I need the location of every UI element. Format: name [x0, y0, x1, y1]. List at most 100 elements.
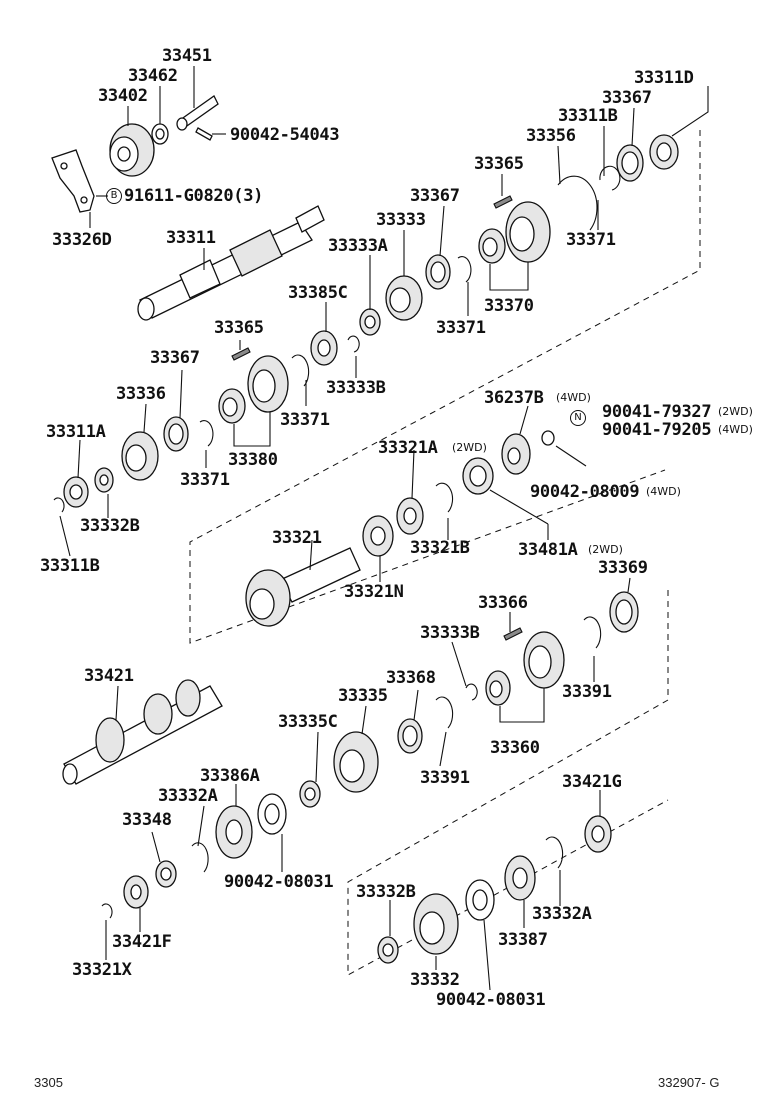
label-33335C[interactable]: 33335C — [278, 712, 338, 732]
bearing-33481A — [462, 457, 494, 495]
bearing-33332B-lower — [377, 936, 399, 964]
label-33333B-lower[interactable]: 33333B — [420, 623, 480, 643]
label-90042-54043[interactable]: 90042-54043 — [230, 125, 340, 145]
label-33332A-lower[interactable]: 33332A — [532, 904, 592, 924]
snap-ring-33333B-upper — [347, 335, 360, 353]
label-33365-top[interactable]: 33365 — [474, 154, 524, 174]
note-4wd-36237B: (4WD) — [556, 391, 591, 404]
label-33332A-upper[interactable]: 33332A — [158, 786, 218, 806]
label-33451[interactable]: 33451 — [162, 46, 212, 66]
bearing-33321N — [362, 515, 394, 557]
label-91611-g0820[interactable]: 91611-G0820(3) — [124, 186, 264, 206]
label-33365-mid[interactable]: 33365 — [214, 318, 264, 338]
snap-ring-33332A-lower — [545, 836, 564, 869]
label-33326D[interactable]: 33326D — [52, 230, 112, 250]
label-33370[interactable]: 33370 — [484, 296, 534, 316]
note-2wd-33481A: (2WD) — [588, 543, 623, 556]
snap-ring-33348 — [191, 842, 209, 873]
label-33371-right[interactable]: 33371 — [566, 230, 616, 250]
bearing-33321A — [396, 497, 424, 535]
label-33360[interactable]: 33360 — [490, 738, 540, 758]
footer-page-code: 3305 — [34, 1075, 63, 1090]
snap-ring-33311B-top — [599, 165, 621, 191]
gear-36237B — [501, 433, 531, 475]
label-33366[interactable]: 33366 — [478, 593, 528, 613]
label-33321N[interactable]: 33321N — [344, 582, 404, 602]
label-33386A[interactable]: 33386A — [200, 766, 260, 786]
label-33321A[interactable]: 33321A — [378, 438, 438, 458]
label-90042-08031-lower[interactable]: 90042-08031 — [436, 990, 546, 1010]
label-33311A[interactable]: 33311A — [46, 422, 106, 442]
label-33348[interactable]: 33348 — [122, 810, 172, 830]
label-33402[interactable]: 33402 — [98, 86, 148, 106]
label-33311D[interactable]: 33311D — [634, 68, 694, 88]
thrust-washer-90042-08031-lower — [465, 879, 495, 921]
synchro-ring-33368 — [397, 718, 423, 754]
label-33332[interactable]: 33332 — [410, 970, 460, 990]
bearing-33421G — [584, 815, 612, 853]
label-90042-08031-upper[interactable]: 90042-08031 — [224, 872, 334, 892]
label-33367-top[interactable]: 33367 — [602, 88, 652, 108]
label-33332B-upper[interactable]: 33332B — [80, 516, 140, 536]
hub-sleeve-33380 — [218, 355, 289, 424]
bearing-33335C — [299, 780, 321, 808]
label-90042-08009[interactable]: 90042-08009 — [530, 482, 640, 502]
bolt-marker-icon: B — [106, 188, 122, 204]
bracket-33326D — [51, 149, 95, 213]
label-33356[interactable]: 33356 — [526, 126, 576, 146]
label-33421F[interactable]: 33421F — [112, 932, 172, 952]
snap-ring-33333B-lower — [465, 683, 478, 701]
label-33385C[interactable]: 33385C — [288, 283, 348, 303]
label-33391-right[interactable]: 33391 — [562, 682, 612, 702]
key-33365-top — [493, 195, 513, 209]
label-33371-left[interactable]: 33371 — [280, 410, 330, 430]
label-33368[interactable]: 33368 — [386, 668, 436, 688]
label-33462[interactable]: 33462 — [128, 66, 178, 86]
synchro-ring-33367-top — [616, 144, 644, 182]
bearing-33332B-upper — [94, 467, 114, 493]
reverse-idler-shaft-33451 — [176, 95, 219, 131]
bearing-33311D — [649, 134, 679, 170]
label-33421[interactable]: 33421 — [84, 666, 134, 686]
label-33481A[interactable]: 33481A — [518, 540, 578, 560]
label-36237B[interactable]: 36237B — [484, 388, 544, 408]
bearing-33421F — [123, 875, 149, 909]
output-shaft-33321 — [245, 547, 361, 627]
label-33336[interactable]: 33336 — [116, 384, 166, 404]
label-33321[interactable]: 33321 — [272, 528, 322, 548]
gear-33335 — [333, 731, 379, 793]
label-33421G[interactable]: 33421G — [562, 772, 622, 792]
hub-sleeve-33360 — [485, 631, 565, 706]
label-33335[interactable]: 33335 — [338, 686, 388, 706]
leader-lines — [59, 66, 709, 991]
label-33380[interactable]: 33380 — [228, 450, 278, 470]
label-33321X[interactable]: 33321X — [72, 960, 132, 980]
label-33371-mid[interactable]: 33371 — [436, 318, 486, 338]
label-33369[interactable]: 33369 — [598, 558, 648, 578]
label-33333A[interactable]: 33333A — [328, 236, 388, 256]
bearing-33348 — [155, 860, 177, 888]
label-33333B-upper[interactable]: 33333B — [326, 378, 386, 398]
gear-33333 — [385, 275, 423, 321]
label-33387[interactable]: 33387 — [498, 930, 548, 950]
label-33391-mid[interactable]: 33391 — [420, 768, 470, 788]
label-33332B-lower[interactable]: 33332B — [356, 882, 416, 902]
label-33333[interactable]: 33333 — [376, 210, 426, 230]
label-33367-left[interactable]: 33367 — [150, 348, 200, 368]
footer-figure-code: 332907- G — [658, 1075, 720, 1090]
label-33321B[interactable]: 33321B — [410, 538, 470, 558]
label-33311[interactable]: 33311 — [166, 228, 216, 248]
label-33371-lower[interactable]: 33371 — [180, 470, 230, 490]
snap-ring-33391-right — [583, 616, 602, 649]
label-90041-79205[interactable]: 90041-79205 — [602, 420, 712, 440]
snap-ring-33321B — [435, 482, 454, 513]
label-33311B-lower[interactable]: 33311B — [40, 556, 100, 576]
label-33367-mid[interactable]: 33367 — [410, 186, 460, 206]
key-33366 — [503, 627, 523, 641]
label-33311B-top[interactable]: 33311B — [558, 106, 618, 126]
input-shaft-33311 — [137, 205, 325, 321]
dashed-group-outline-upper — [189, 130, 701, 644]
note-4wd-90042-08009: (4WD) — [646, 485, 681, 498]
label-90041-79327[interactable]: 90041-79327 — [602, 402, 712, 422]
